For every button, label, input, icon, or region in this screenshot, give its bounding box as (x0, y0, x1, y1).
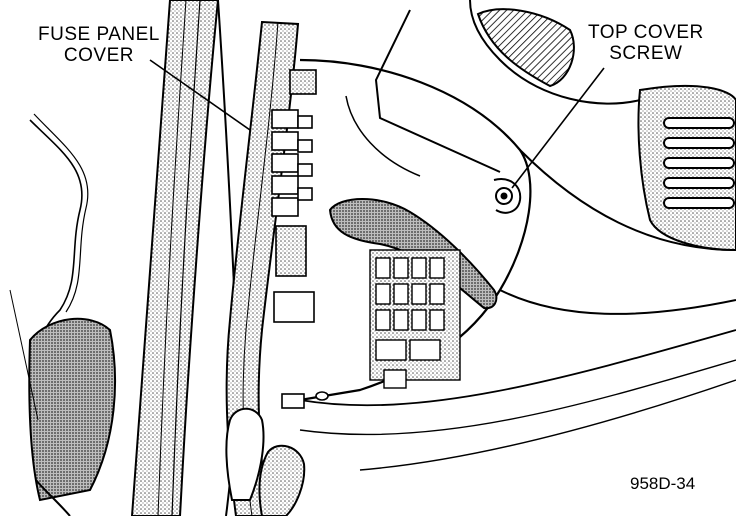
instrument-panel (299, 0, 736, 471)
fuse-panel-cover-label-line2: COVER (63, 45, 134, 66)
top-cover-screw-label: TOP COVER SCREW (588, 22, 704, 64)
hand-illustration (225, 407, 306, 516)
top-cover-screw-label-line2: SCREW (609, 43, 683, 64)
top-cover-screw (495, 187, 513, 205)
door-trim-panel (130, 0, 238, 516)
fuse-panel-cover-label-line1: FUSE PANEL (38, 24, 160, 45)
leader-lines (149, 59, 605, 189)
figure-id: 958D-34 (630, 474, 696, 493)
fuse-grid (369, 249, 461, 389)
retaining-clip (281, 391, 329, 409)
fuse-panel-cover-label: FUSE PANEL COVER (38, 24, 160, 66)
wiring-harness (9, 113, 117, 516)
top-cover-screw-label-line1: TOP COVER (588, 22, 704, 43)
fuse-connector-stack (271, 69, 317, 323)
